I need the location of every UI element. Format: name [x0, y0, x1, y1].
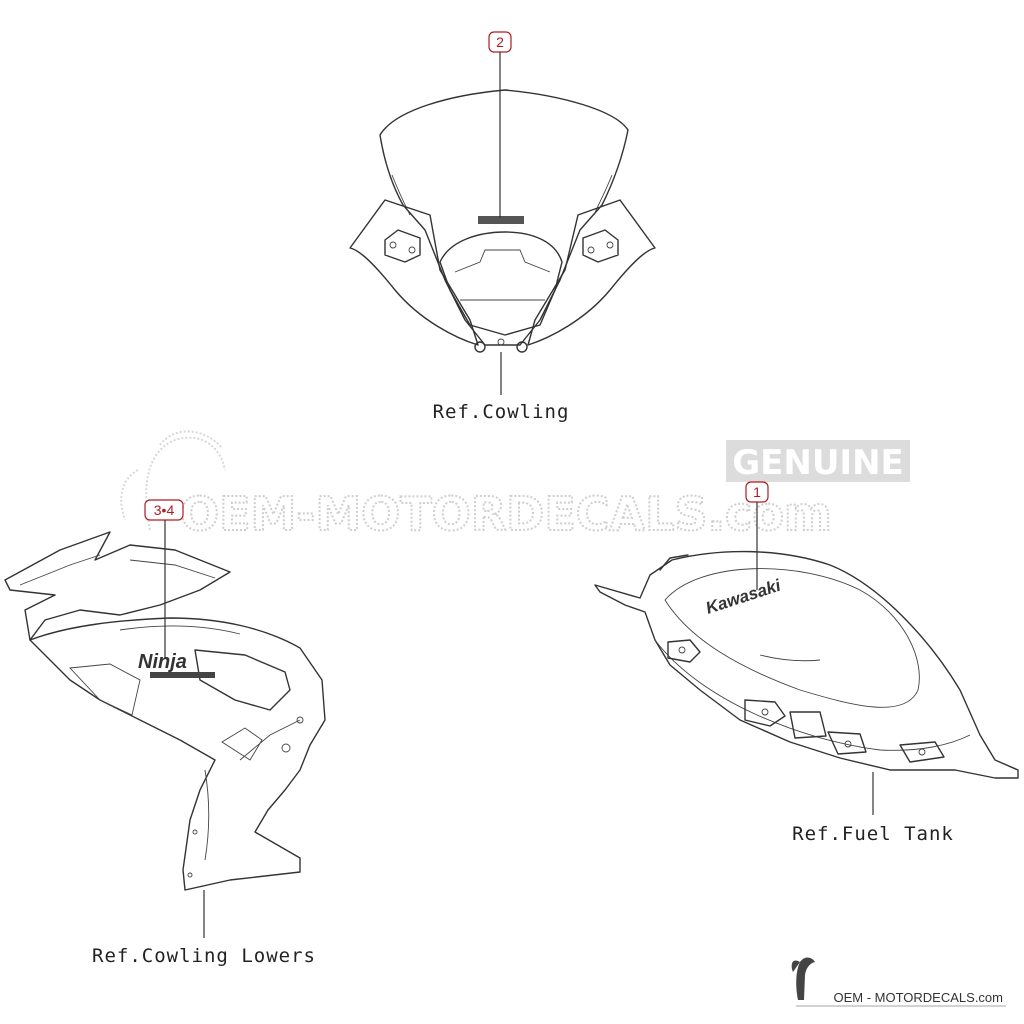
fuel-tank-drawing: Kawasaki [594, 550, 1019, 779]
footer-logo: OEM - MOTORDECALS.com [791, 957, 1006, 1007]
palm-logo-icon [791, 957, 815, 1000]
cowling-drawing [349, 89, 656, 353]
callout-3-4-label: 3•4 [154, 502, 175, 518]
ref-cowling-lowers-label: Ref.Cowling Lowers [92, 945, 316, 967]
lower-decal: Ninja [138, 651, 215, 678]
callout-2: 2 [488, 31, 512, 218]
callout-3-4: 3•4 [144, 499, 184, 658]
footer-logo-text: OEM - MOTORDECALS.com [833, 990, 1003, 1005]
watermark-site-text: OEM-MOTORDECALS.com [180, 487, 832, 541]
callout-1: 1 [745, 481, 769, 590]
ref-fuel-tank-label: Ref.Fuel Tank [792, 823, 954, 845]
ref-cowling-label: Ref.Cowling [433, 401, 570, 423]
callout-2-label: 2 [496, 34, 504, 50]
watermark-genuine-badge [726, 440, 910, 482]
lower-decal-text: Ninja [138, 651, 187, 673]
cowling-decal-mark [478, 216, 524, 224]
callout-3-4-box [144, 499, 184, 521]
cowling-lowers-drawing: Ninja [4, 531, 326, 891]
watermark-palm-logo [120, 430, 226, 531]
watermark: GENUINE OEM-MOTORDECALS.com [120, 430, 910, 542]
watermark-genuine-text: GENUINE [732, 443, 904, 483]
callout-1-label: 1 [753, 484, 761, 500]
tank-decal-text: Kawasaki [703, 575, 784, 617]
